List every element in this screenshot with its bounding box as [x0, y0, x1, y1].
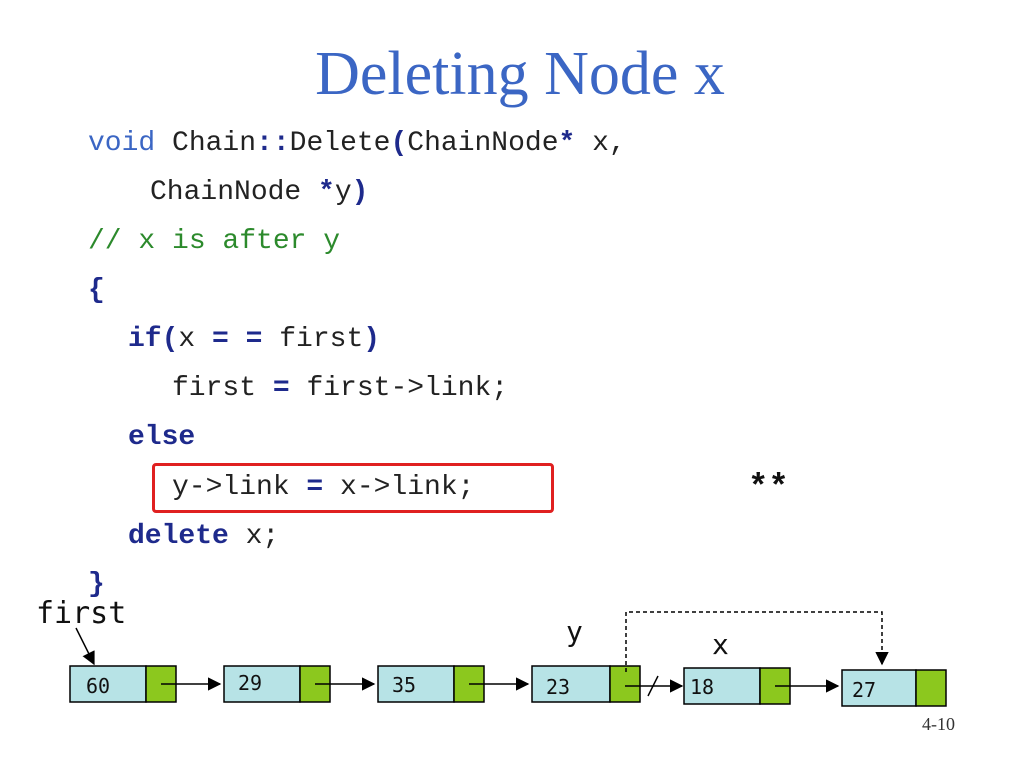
code-line-if: if(x = = first) [128, 323, 380, 357]
y-pointer-label: y [566, 615, 583, 648]
code-pointer: * [318, 177, 335, 208]
slide-title: Deleting Node x [315, 40, 725, 108]
code-paren: ) [351, 177, 369, 208]
code-keyword-if: if [128, 324, 162, 355]
code-text: x, [575, 128, 626, 159]
code-text: x; [228, 521, 280, 552]
first-pointer-label: first [36, 596, 127, 631]
cut-mark [647, 675, 659, 697]
code-assign: = [306, 472, 324, 503]
node-value: 27 [852, 678, 876, 702]
code-scope-operator: :: [256, 128, 290, 159]
list-node-18: 18 [683, 667, 791, 705]
list-node-27: 27 [841, 669, 947, 707]
code-line-1: void Chain::Delete(ChainNode* x, [88, 127, 626, 161]
code-pointer: * [558, 128, 576, 159]
code-assign: = [272, 373, 290, 404]
node-data-cell [841, 669, 917, 707]
code-line-link-assign: y->link = x->link; [172, 471, 474, 505]
node-value: 29 [238, 671, 262, 695]
code-text: y [334, 177, 352, 208]
emphasis-stars: ** [748, 470, 789, 508]
code-text: ChainNode [407, 128, 559, 159]
slide-number: 4-10 [922, 714, 955, 734]
code-text: first->link; [289, 373, 509, 404]
code-line-first-assign: first = first->link; [172, 372, 508, 406]
node-value: 35 [392, 673, 416, 697]
code-keyword-void: void [88, 128, 156, 159]
code-keyword-else: else [128, 422, 196, 453]
code-text: y->link [172, 472, 307, 503]
code-equals: = = [212, 324, 263, 355]
node-data-cell [377, 665, 455, 703]
node-data-cell [683, 667, 761, 705]
code-text: first [172, 373, 273, 404]
list-node-29: 29 [223, 665, 331, 703]
code-line-delete: delete x; [128, 520, 279, 554]
code-paren: ) [363, 324, 381, 355]
code-comment: // x is after y [88, 226, 341, 257]
node-data-cell [223, 665, 301, 703]
node-data-cell [69, 665, 147, 703]
code-text: x [178, 324, 213, 355]
list-node-35: 35 [377, 665, 485, 703]
code-line-2: ChainNode *y) [150, 176, 368, 210]
code-text: x->link; [323, 472, 475, 503]
list-node-60: 60 [69, 665, 177, 703]
code-paren: ( [390, 128, 408, 159]
node-value: 18 [690, 675, 714, 699]
node-value: 23 [546, 675, 570, 699]
code-text: Delete [289, 128, 391, 159]
code-keyword-delete: delete [128, 521, 229, 552]
node-value: 60 [86, 674, 110, 698]
node-link-cell [609, 665, 641, 703]
list-node-23: 23 [531, 665, 641, 703]
node-link-cell [915, 669, 947, 707]
first-pointer-arrow [75, 627, 95, 666]
highlight-box [152, 463, 554, 513]
code-open-brace: { [88, 275, 105, 306]
code-text: first [262, 324, 364, 355]
code-close-brace: } [88, 569, 105, 600]
bypass-link-arrow [625, 611, 889, 672]
code-text: Chain [155, 128, 257, 159]
node-data-cell [531, 665, 611, 703]
x-pointer-label: x [712, 628, 729, 661]
code-text: ChainNode [150, 177, 319, 208]
code-paren: ( [161, 324, 179, 355]
